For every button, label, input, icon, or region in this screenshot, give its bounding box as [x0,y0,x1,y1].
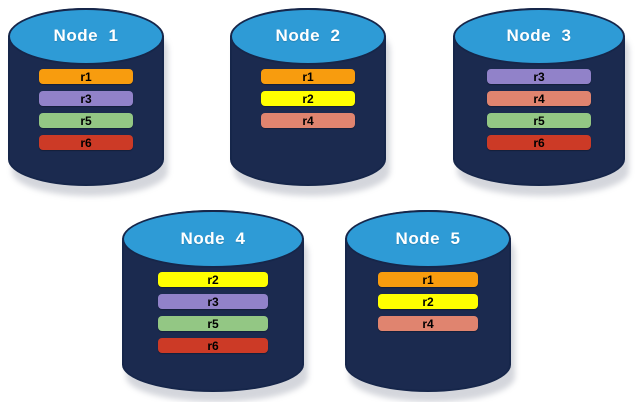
replica-bar-r2[interactable]: r2 [378,294,478,309]
node-3-cylinder-top [453,8,625,65]
replica-bar-r5[interactable]: r5 [487,113,591,128]
replica-label: r5 [207,316,219,331]
replica-label: r2 [422,294,434,309]
node-2-cylinder-top [230,8,386,65]
replica-label: r4 [422,316,434,331]
node-4-label: Node 4 [180,229,246,249]
replica-bar-r3[interactable]: r3 [487,69,591,84]
node-3[interactable]: Node 3 r3 r4 r5 r6 [453,8,629,196]
replica-bar-r4[interactable]: r4 [378,316,478,331]
node-5-label: Node 5 [395,229,461,249]
replica-bar-r1[interactable]: r1 [378,272,478,287]
node-4-cylinder-top [122,210,304,269]
node-1-cylinder-top [8,8,164,65]
replica-bar-r5[interactable]: r5 [39,113,133,128]
replica-label: r5 [533,113,545,128]
replica-bar-r2[interactable]: r2 [261,91,355,106]
replica-bar-r5[interactable]: r5 [158,316,268,331]
replica-label: r2 [207,272,219,287]
replica-bar-r3[interactable]: r3 [158,294,268,309]
replica-label: r4 [302,113,314,128]
replica-label: r6 [80,135,92,150]
replica-label: r1 [422,272,434,287]
node-5-replica-list: r1 r2 r4 [345,272,511,331]
node-3-replica-list: r3 r4 r5 r6 [453,69,625,150]
node-3-label: Node 3 [506,26,572,46]
replica-bar-r2[interactable]: r2 [158,272,268,287]
replica-label: r6 [533,135,545,150]
node-5[interactable]: Node 5 r1 r2 r4 [345,210,515,402]
node-1[interactable]: Node 1 r1 r3 r5 r6 [8,8,168,196]
node-2-label: Node 2 [275,26,341,46]
replica-bar-r4[interactable]: r4 [261,113,355,128]
replica-label: r6 [207,338,219,353]
replica-bar-r1[interactable]: r1 [39,69,133,84]
replica-bar-r6[interactable]: r6 [158,338,268,353]
node-2-replica-list: r1 r2 r4 [230,69,386,128]
node-1-replica-list: r1 r3 r5 r6 [8,69,164,150]
replica-label: r5 [80,113,92,128]
node-4[interactable]: Node 4 r2 r3 r5 r6 [122,210,308,402]
replica-label: r1 [80,69,92,84]
replica-label: r1 [302,69,314,84]
replica-label: r3 [533,69,545,84]
replica-label: r4 [533,91,545,106]
replica-bar-r6[interactable]: r6 [487,135,591,150]
replica-bar-r1[interactable]: r1 [261,69,355,84]
replica-label: r2 [302,91,314,106]
replica-label: r3 [80,91,92,106]
node-2[interactable]: Node 2 r1 r2 r4 [230,8,390,196]
replica-bar-r3[interactable]: r3 [39,91,133,106]
replica-bar-r4[interactable]: r4 [487,91,591,106]
replica-label: r3 [207,294,219,309]
node-1-label: Node 1 [53,26,119,46]
replica-bar-r6[interactable]: r6 [39,135,133,150]
node-5-cylinder-top [345,210,511,269]
node-4-replica-list: r2 r3 r5 r6 [122,272,304,353]
